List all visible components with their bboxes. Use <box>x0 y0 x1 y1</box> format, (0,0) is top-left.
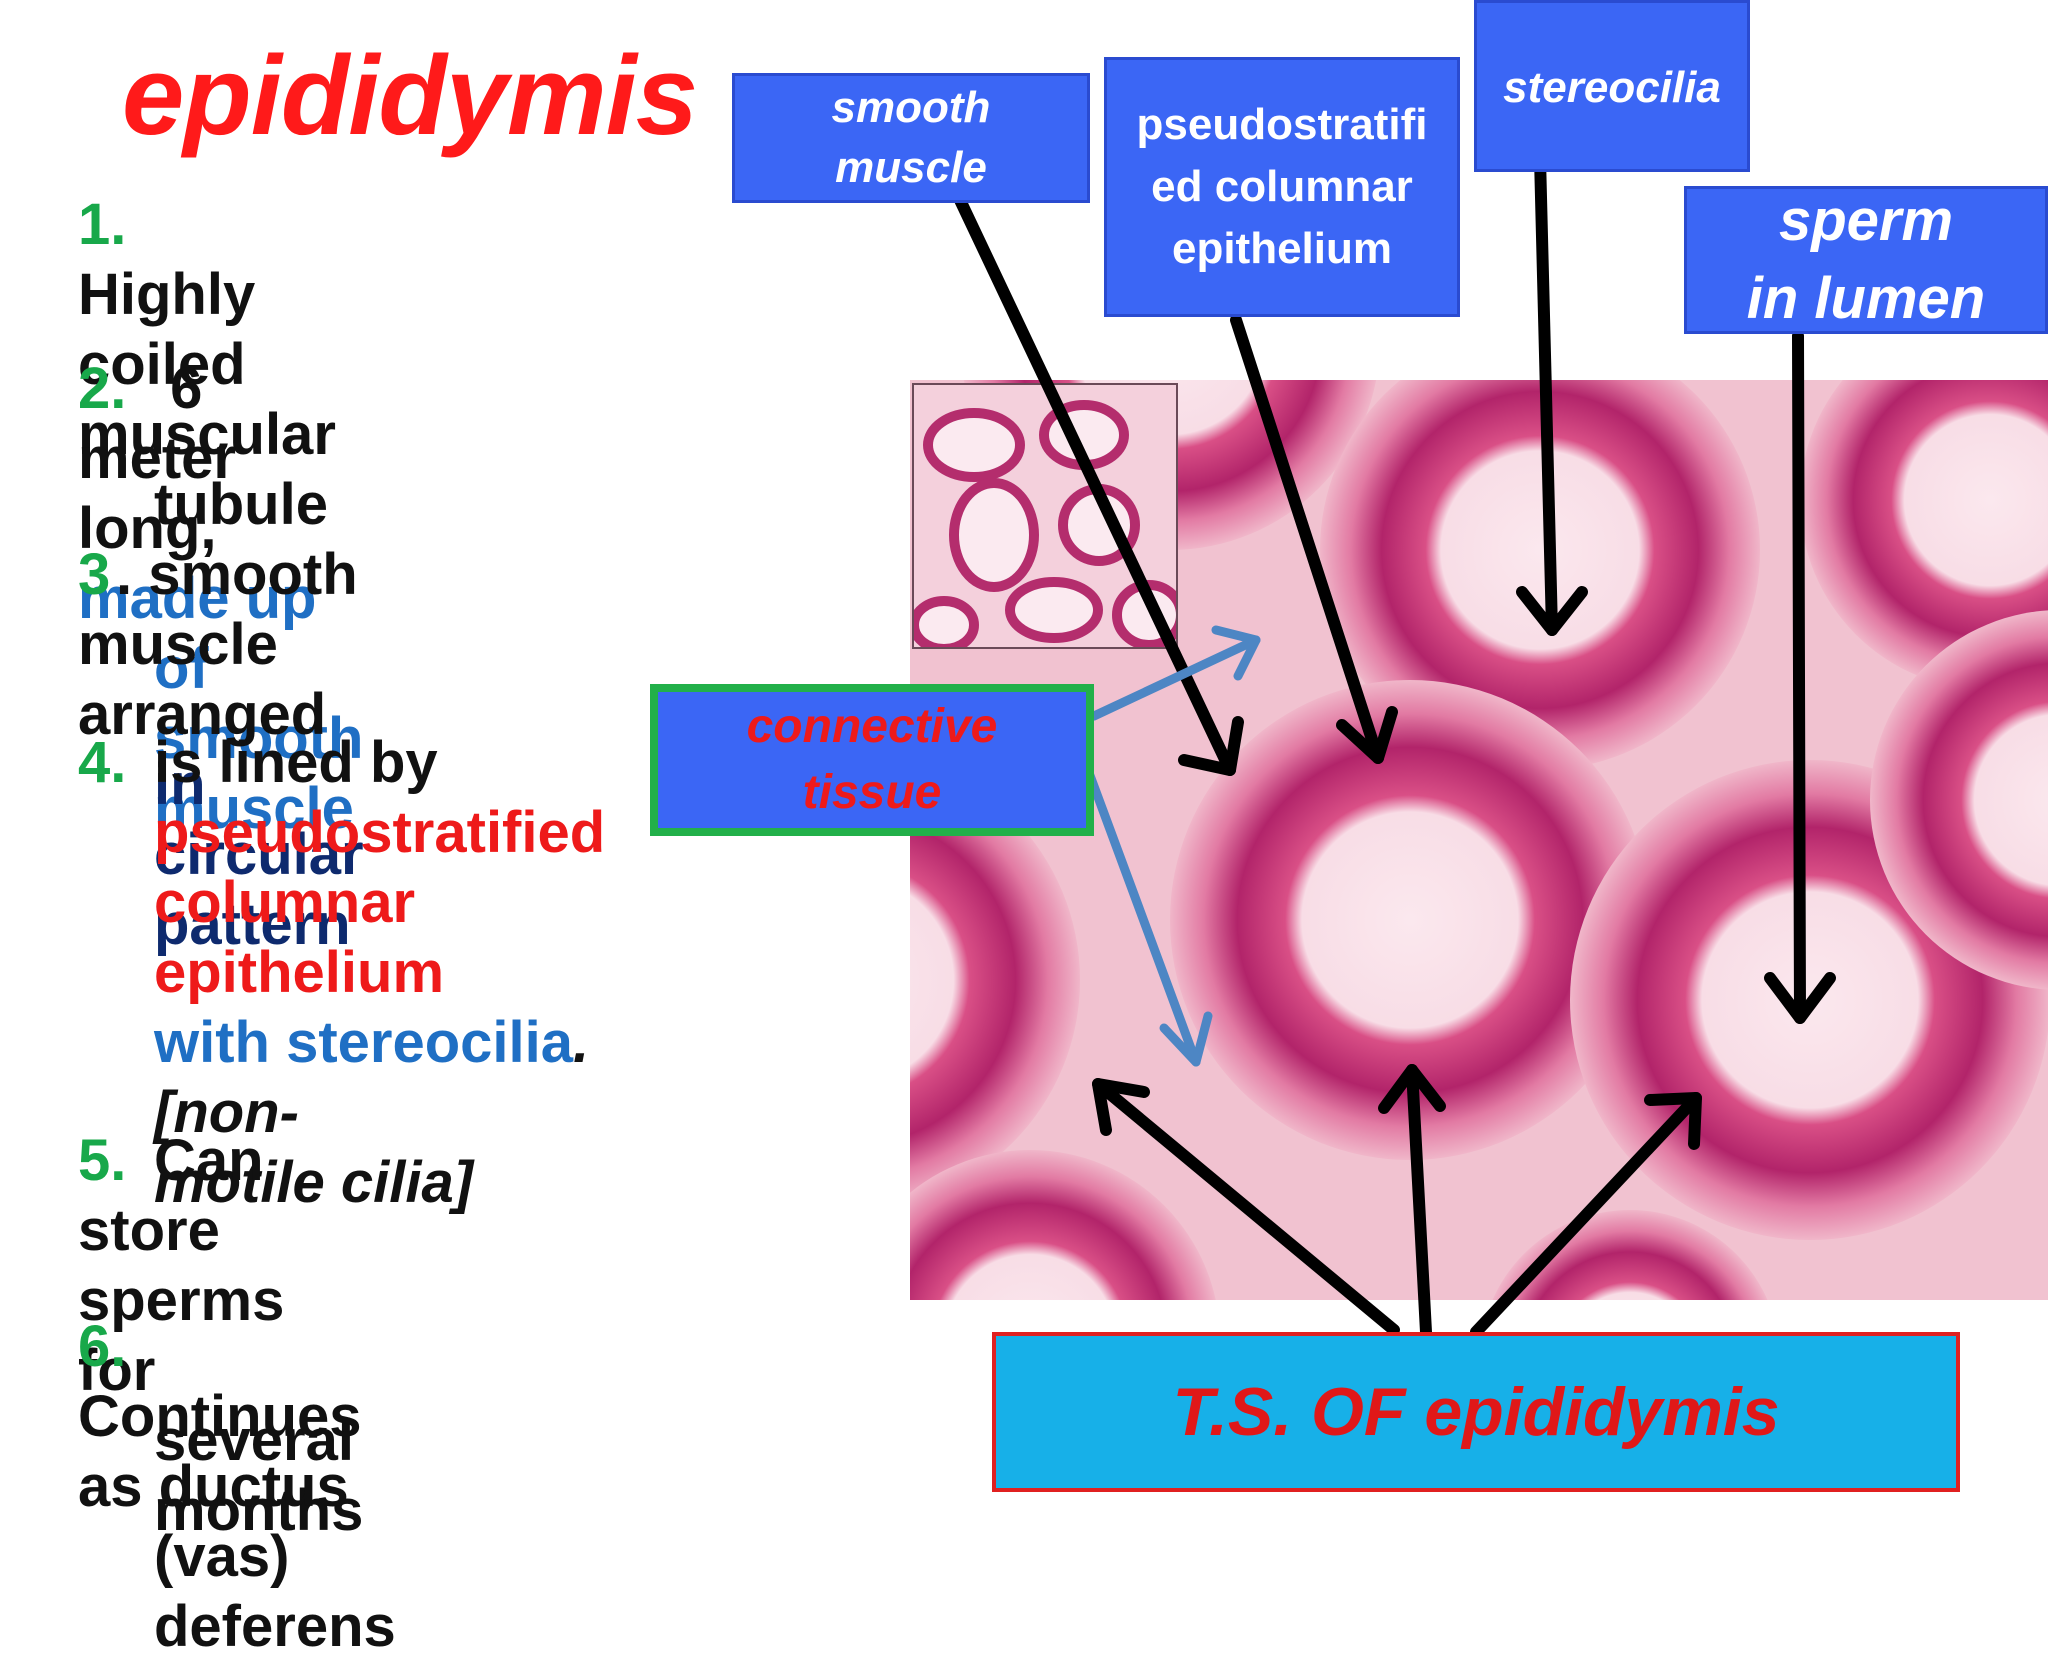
arrow-epithelium <box>1230 314 1384 764</box>
arrow-stereocilia-head <box>1516 586 1588 636</box>
list-item-5: 5.Can store sperms for several months <box>78 1126 363 1546</box>
label-text: sperm <box>1778 188 1954 253</box>
arrow-ts-left <box>1092 1078 1400 1336</box>
item-text: 6 meter long, <box>78 356 236 561</box>
arrow-connective-down-head <box>1159 1011 1213 1067</box>
pointer-arrows <box>954 152 1836 1338</box>
item-number: 6. <box>78 1314 127 1379</box>
label-text: connective <box>746 700 998 753</box>
label-text: ed columnar <box>1151 162 1413 211</box>
item-text: motile cilia] <box>154 1150 474 1215</box>
micrograph-inset <box>912 383 1178 649</box>
item-text: of smooth muscle <box>154 636 364 841</box>
item-text: . smooth muscle arranged <box>78 542 358 747</box>
item-number: 2. <box>78 356 127 421</box>
item-text: columnar epithelium <box>154 870 445 1005</box>
arrow-connective-down <box>1083 765 1201 1067</box>
item-text: in circular pattern <box>154 752 364 957</box>
arrow-ts-left-head <box>1092 1078 1150 1136</box>
list-item-3: 3. smooth muscle arranged in circular pa… <box>78 540 364 960</box>
label-text: stereocilia <box>1503 63 1721 112</box>
arrow-ts-middle <box>1406 1064 1432 1338</box>
arrow-epithelium-head <box>1336 706 1398 764</box>
item-text: with stereocilia <box>154 1010 574 1075</box>
arrow-stereocilia <box>1534 152 1558 636</box>
arrow-ts-right <box>1470 1092 1702 1338</box>
list-item-1: 1. Highly coiled muscular tubule <box>78 190 336 540</box>
label-stereocilia: stereocilia <box>1474 0 1750 172</box>
item-number: 1. <box>78 192 127 257</box>
list-item-2: 2. 6 meter long, made up of smooth muscl… <box>78 354 363 844</box>
label-sperm-in-lumen: sperm in lumen <box>1684 186 2048 334</box>
label-text: pseudostratifi <box>1136 100 1428 149</box>
item-text: Highly coiled muscular <box>78 262 336 467</box>
label-text: smooth <box>831 83 991 132</box>
item-text: several months <box>154 1408 364 1543</box>
inset-drawing <box>914 385 1176 647</box>
arrow-ts-right-head <box>1644 1092 1702 1150</box>
label-ts-epididymis: T.S. OF epididymis <box>992 1332 1960 1492</box>
arrow-connective-up-head <box>1211 625 1261 681</box>
label-text: muscle <box>835 143 987 192</box>
label-connective-tissue: connective tissue <box>650 684 1094 836</box>
item-number: 4. <box>78 730 127 795</box>
item-text: pseudostratified <box>154 800 606 865</box>
label-text: epithelium <box>1171 224 1392 273</box>
arrow-sperm <box>1792 330 1806 1024</box>
slide-title: epididymis <box>122 33 698 158</box>
item-text: Can store sperms for <box>78 1128 285 1403</box>
item-number: 5. <box>78 1128 127 1193</box>
item-text: made up <box>78 566 317 631</box>
arrow-ts-middle-head <box>1378 1064 1446 1114</box>
label-text: in lumen <box>1746 266 1986 331</box>
item-number: 3 <box>78 542 111 607</box>
arrow-smooth-muscle-head <box>1178 716 1244 776</box>
item-text: .[non- <box>154 1010 590 1145</box>
arrow-sperm-head <box>1764 972 1836 1024</box>
label-pseudostratified-epithelium: pseudostratifi ed columnar epithelium <box>1104 57 1460 317</box>
item-text: Continues as ductus <box>78 1384 362 1519</box>
label-smooth-muscle: smooth muscle <box>732 73 1090 203</box>
item-text: tubule <box>154 472 328 537</box>
item-text: (vas) deferens <box>154 1524 396 1659</box>
label-text: tissue <box>802 766 942 819</box>
arrow-connective-up <box>1089 635 1261 721</box>
item-text: is lined by <box>154 730 438 795</box>
list-item-4: 4. is lined by pseudostratified columnar … <box>78 728 605 1218</box>
